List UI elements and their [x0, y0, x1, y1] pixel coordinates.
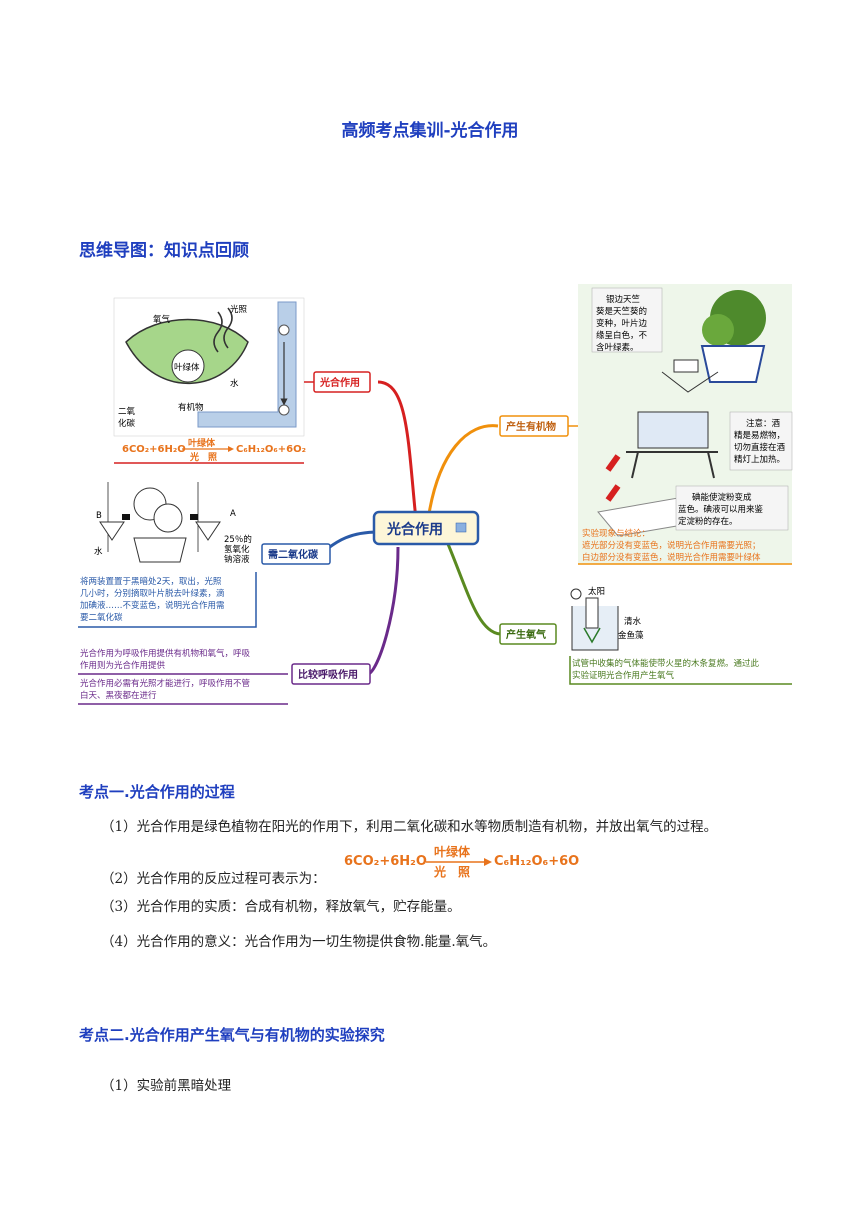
svg-text:要二氧化碳: 要二氧化碳 — [80, 612, 123, 623]
svg-text:葵是天竺葵的: 葵是天竺葵的 — [596, 306, 647, 317]
svg-text:光合作用必需有光照才能进行，呼吸作用不管: 光合作用必需有光照才能进行，呼吸作用不管 — [80, 678, 250, 689]
svg-text:变种，叶片边: 变种，叶片边 — [596, 318, 648, 329]
svg-text:蓝色。碘液可以用来鉴: 蓝色。碘液可以用来鉴 — [678, 504, 764, 515]
section2-p1: （1）实验前黑暗处理 — [101, 1078, 232, 1094]
svg-text:作用则为光合作用提供: 作用则为光合作用提供 — [80, 660, 166, 671]
svg-text:加碘液……不变蓝色，说明光合作用需: 加碘液……不变蓝色，说明光合作用需 — [80, 600, 225, 611]
svg-text:含叶绿素。: 含叶绿素。 — [596, 342, 639, 353]
section2-heading: 考点二.光合作用产生氧气与有机物的实验探究 — [79, 1026, 385, 1044]
section1-p1: （1）光合作用是绿色植物在阳光的作用下，利用二氧化碳和水等物质制造有机物，并放出… — [101, 819, 718, 835]
co2-label-2: 化碳 — [118, 418, 136, 429]
section1-p4: （4）光合作用的意义：光合作用为一切生物提供食物.能量.氧气。 — [101, 934, 497, 950]
branch-compare-resp: 比较呼吸作用 — [298, 668, 358, 681]
svg-text:缘呈白色，不: 缘呈白色，不 — [596, 330, 648, 341]
oxygen-experiment: 太阳 清水 金鱼藻 试管中收集的气体能使带火星的木条复燃。通过此 实验证明光合作… — [569, 586, 792, 685]
eq-top: 叶绿体 — [188, 437, 216, 449]
eq-bottom: 光 照 — [189, 451, 217, 463]
co2-experiment: B A 水 25％的 氢氧化 钠溶液 将两装置置于黑暗处2天，取出，光照 几小时… — [78, 478, 258, 628]
svg-text:精灯上加热。: 精灯上加热。 — [734, 454, 785, 465]
label-water: 水 — [94, 546, 103, 557]
organics-label: 有机物 — [178, 402, 204, 413]
section1-heading: 考点一.光合作用的过程 — [79, 783, 235, 801]
chloroplast-label: 叶绿体 — [174, 362, 200, 373]
svg-text:银边天竺: 银边天竺 — [606, 294, 640, 305]
section1-p3: （3）光合作用的实质：合成有机物，释放氧气，贮存能量。 — [101, 899, 461, 915]
eq2-bottom: 光 照 — [433, 864, 470, 879]
svg-text:碘能使淀粉变成: 碘能使淀粉变成 — [692, 492, 752, 503]
organics-conclusion-1: 实验现象与结论： — [582, 528, 650, 539]
label-a: A — [230, 509, 236, 519]
section1-p2: （2）光合作用的反应过程可表示为： — [101, 871, 326, 887]
eq-right: C₆H₁₂O₆+6O₂ — [236, 444, 306, 455]
svg-text:氢氧化: 氢氧化 — [224, 544, 250, 555]
plant-experiment: 银边天竺 葵是天竺葵的 变种，叶片边 缘呈白色，不 含叶绿素。 注意：酒 精是易… — [578, 284, 793, 565]
mind-map: 氧气 光照 叶绿体 水 二氧 化碳 有机物 6CO₂+6H₂O 叶绿体 光 照 … — [78, 284, 793, 705]
svg-text:定淀粉的存在。: 定淀粉的存在。 — [678, 516, 738, 527]
mindmap-center: 光合作用 — [386, 521, 443, 538]
svg-text:注意：酒: 注意：酒 — [746, 418, 781, 429]
light-label: 光照 — [230, 304, 248, 315]
plant-label: 金鱼藻 — [618, 630, 644, 641]
eq2-left: 6CO₂+6H₂O — [344, 854, 427, 869]
branch-produce-organics: 产生有机物 — [506, 420, 556, 433]
branch-produce-oxygen: 产生氧气 — [506, 628, 546, 641]
sun-label: 太阳 — [588, 586, 605, 597]
svg-text:试管中收集的气体能使带火星的木条复燃。通过此: 试管中收集的气体能使带火星的木条复燃。通过此 — [572, 658, 760, 669]
leaf-diagram: 氧气 光照 叶绿体 水 二氧 化碳 有机物 6CO₂+6H₂O 叶绿体 光 照 … — [113, 297, 306, 464]
water-label-2: 清水 — [624, 616, 642, 627]
respiration-notes: 光合作用为呼吸作用提供有机物和氧气，呼吸 作用则为光合作用提供 光合作用必需有光… — [78, 648, 288, 705]
mindmap-heading: 思维导图：知识点回顾 — [79, 241, 249, 261]
branch-process: 光合作用 — [319, 376, 360, 389]
svg-text:实验证明光合作用产生氧气: 实验证明光合作用产生氧气 — [572, 670, 675, 681]
co2-label-1: 二氧 — [118, 406, 136, 417]
eq2-top: 叶绿体 — [434, 844, 471, 859]
branch-need-co2: 需二氧化碳 — [268, 548, 319, 561]
svg-text:精是易燃物，: 精是易燃物， — [734, 430, 785, 441]
svg-text:钠溶液: 钠溶液 — [224, 554, 250, 565]
eq-left: 6CO₂+6H₂O — [122, 444, 186, 455]
organics-conclusion-2: 遮光部分没有变蓝色，说明光合作用需要光照； — [582, 540, 761, 551]
water-label: 水 — [230, 378, 239, 389]
svg-text:25％的: 25％的 — [224, 534, 252, 545]
eq2-right: C₆H₁₂O₆+6O₂ — [494, 854, 580, 869]
svg-text:几小时，分别摘取叶片脱去叶绿素，滴: 几小时，分别摘取叶片脱去叶绿素，滴 — [80, 588, 225, 599]
oxygen-label: 氧气 — [153, 314, 171, 325]
svg-text:切勿直接在酒: 切勿直接在酒 — [734, 442, 786, 453]
svg-text:白天、黑夜都在进行: 白天、黑夜都在进行 — [80, 690, 157, 701]
svg-text:将两装置置于黑暗处2天，取出，光照: 将两装置置于黑暗处2天，取出，光照 — [80, 576, 222, 587]
label-b: B — [96, 511, 102, 521]
document-title: 高频考点集训-光合作用 — [341, 121, 519, 141]
svg-text:光合作用为呼吸作用提供有机物和氧气，呼吸: 光合作用为呼吸作用提供有机物和氧气，呼吸 — [80, 648, 251, 659]
organics-conclusion-3: 白边部分没有变蓝色，说明光合作用需要叶绿体 — [582, 552, 761, 563]
reaction-equation: 6CO₂+6H₂O 叶绿体 光 照 C₆H₁₂O₆+6O₂ — [344, 844, 580, 879]
